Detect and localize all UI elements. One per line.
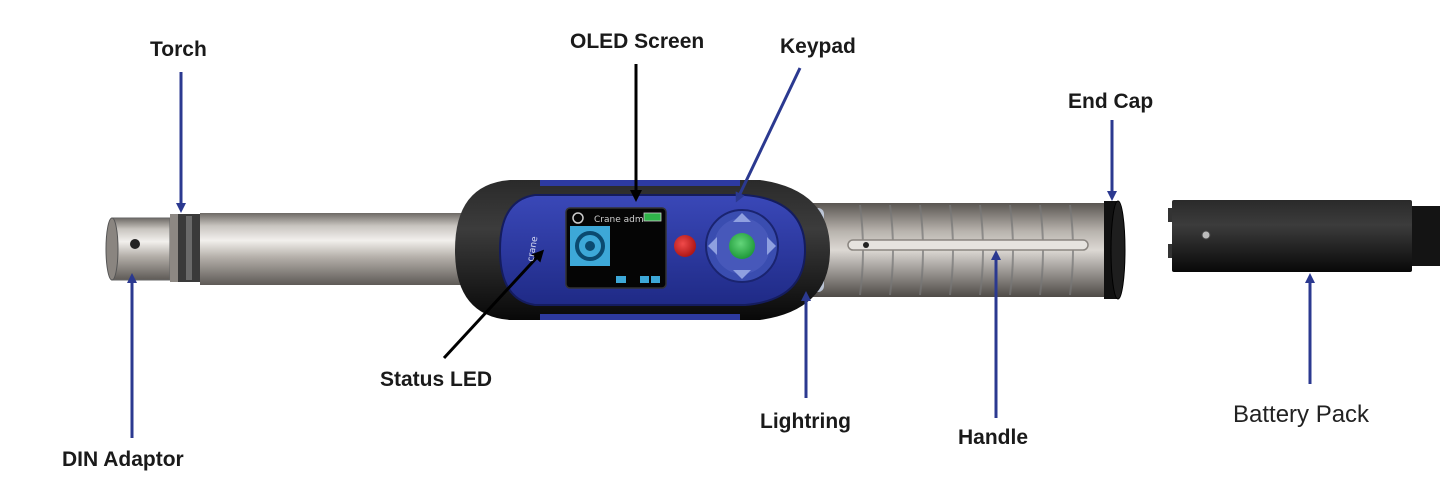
- label-status-led: Status LED: [380, 368, 493, 391]
- brand-text: crane: [526, 235, 540, 262]
- label-lightring: Lightring: [760, 410, 851, 433]
- end-cap-part: [1104, 200, 1126, 300]
- label-handle: Handle: [958, 426, 1029, 449]
- status-led-red: [674, 235, 696, 257]
- shaft-tube: [200, 213, 480, 285]
- keypad-arrow: [735, 67, 802, 203]
- label-torch: Torch: [150, 38, 207, 61]
- status-led-arrow: [442, 249, 545, 360]
- label-battery-pack: Battery Pack: [1233, 401, 1370, 428]
- torch-part: [170, 214, 202, 282]
- callout-arrows-black: [442, 64, 642, 360]
- screen-title-text: Crane adm: [594, 215, 644, 225]
- label-end-cap: End Cap: [1068, 90, 1154, 113]
- battery-pack-part: [1168, 200, 1440, 272]
- label-din-adaptor: DIN Adaptor: [62, 448, 184, 471]
- handle-part: [790, 203, 1110, 297]
- keypad-part: [705, 209, 779, 283]
- settings-gear-icon: [570, 226, 610, 266]
- label-keypad: Keypad: [780, 35, 856, 58]
- din-adaptor-part: [105, 217, 171, 281]
- callout-arrows: [127, 67, 1315, 438]
- label-oled-screen: OLED Screen: [570, 30, 705, 53]
- center-key-green: [729, 233, 755, 259]
- oled-screen-part: [565, 207, 667, 289]
